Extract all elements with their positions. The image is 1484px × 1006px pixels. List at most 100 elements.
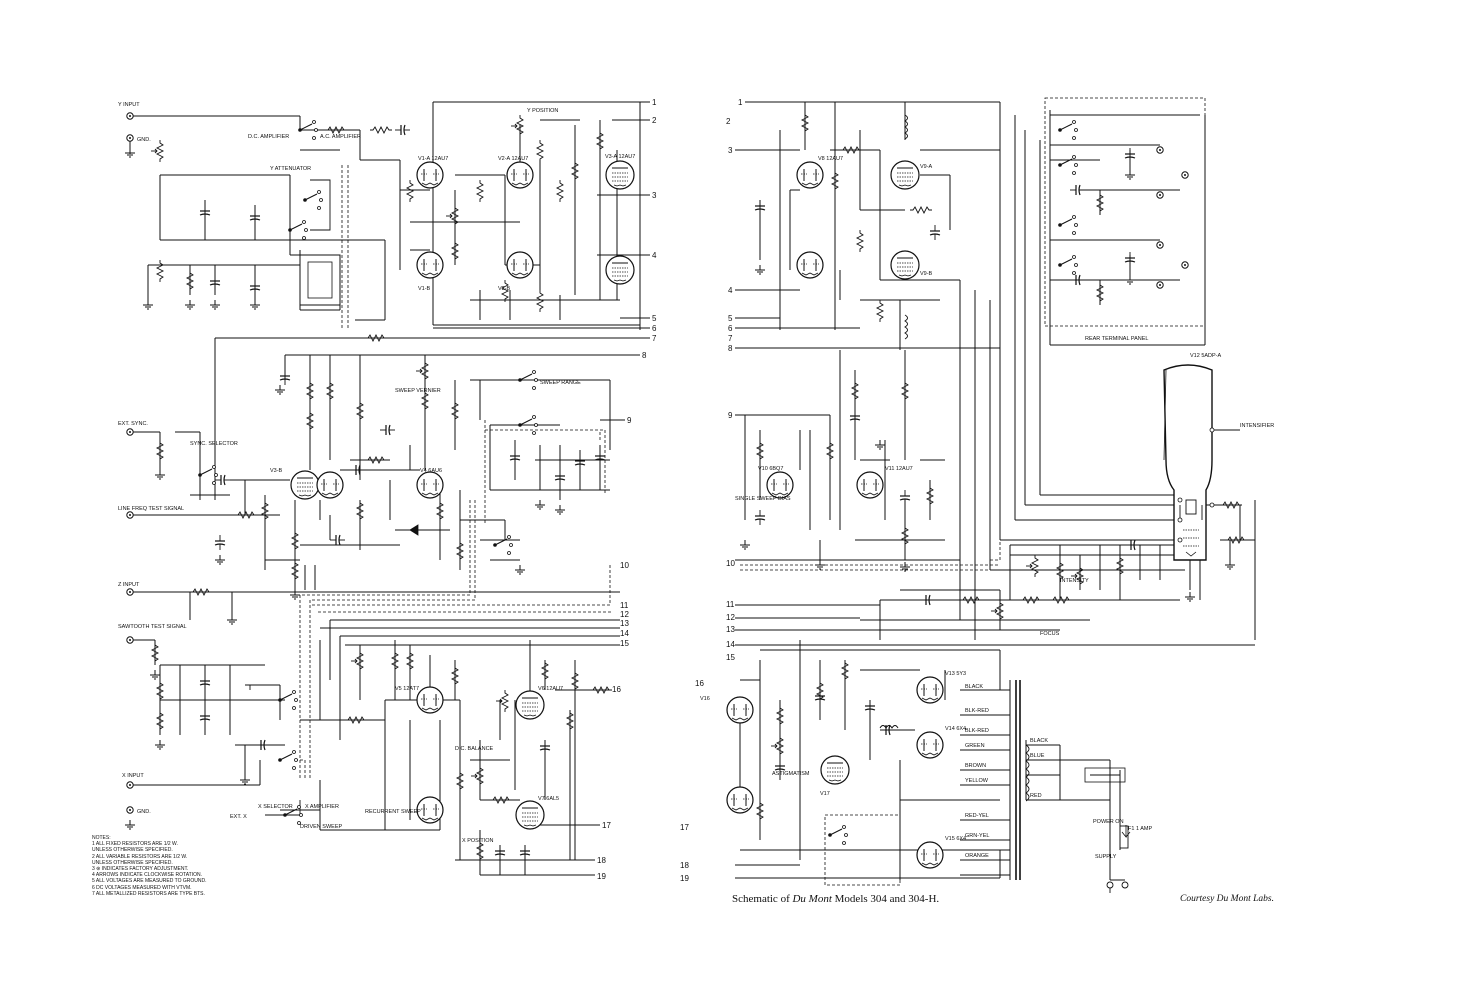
transformer-lead: ORANGE xyxy=(965,853,989,859)
transformer-lead: BROWN xyxy=(965,763,986,769)
sweep-range-label: SWEEP RANGE xyxy=(540,380,581,386)
note-line: UNLESS OTHERWISE SPECIFIED. xyxy=(92,847,173,854)
transformer-lead: RED-YEL xyxy=(965,813,989,819)
terminal-number: 16 xyxy=(612,685,621,694)
tube-label: V9-A xyxy=(920,164,933,170)
tube-label: V4 6AU6 xyxy=(420,468,442,474)
note-line: 2 ALL VARIABLE RESISTORS ARE 1/2 W. xyxy=(92,853,188,860)
single-sweep-bias-label: SINGLE SWEEP BIAS xyxy=(735,496,791,502)
crt-symbol xyxy=(1163,364,1215,561)
sawtooth-label: SAWTOOTH TEST SIGNAL xyxy=(118,624,187,630)
rear-terminal-panel-label: REAR TERMINAL PANEL xyxy=(1085,336,1148,342)
terminal-number: 12 xyxy=(726,613,735,622)
x-amplifier-label: X AMPLIFIER xyxy=(305,804,339,810)
notes-block: NOTES: 1 ALL FIXED RESISTORS ARE 1/2 W. … xyxy=(92,835,206,897)
x-position-label: X POSITION xyxy=(462,838,494,844)
terminal-number: 10 xyxy=(726,559,735,568)
y-input-label: Y INPUT xyxy=(118,102,140,108)
intensity-label: INTENSITY xyxy=(1060,578,1089,584)
caption-company: Du Mont xyxy=(792,893,832,905)
recurrent-sweep-label: RECURRENT SWEEP xyxy=(365,809,421,815)
terminal-number: 11 xyxy=(620,601,629,610)
terminal-number: 16 xyxy=(695,679,704,688)
terminal-number: 18 xyxy=(680,861,689,870)
terminal-number: 19 xyxy=(680,874,689,883)
astigmatism-label: ASTIGMATISM xyxy=(772,771,810,777)
ext-sync-label: EXT. SYNC. xyxy=(118,421,148,427)
courtesy-credit: Courtesy Du Mont Labs. xyxy=(1180,894,1274,904)
focus-label: FOCUS xyxy=(1040,631,1060,637)
tube-label: V1-A 12AU7 xyxy=(418,156,448,162)
transformer-lead: YELLOW xyxy=(965,778,989,784)
tube-label: V13 5Y3 xyxy=(945,671,966,677)
terminal-number: 18 xyxy=(597,856,606,865)
tube-label: V17 xyxy=(820,791,830,797)
y-position-label: Y POSITION xyxy=(527,108,558,114)
tube-label: V1-B xyxy=(418,286,431,292)
tube-label: V3-A 12AU7 xyxy=(605,154,635,160)
sync-selector-label: SYNC. SELECTOR xyxy=(190,441,238,447)
terminal-number: 5 xyxy=(728,314,733,323)
fuse-label: F1 1 AMP xyxy=(1128,826,1152,832)
note-line: 1 ALL FIXED RESISTORS ARE 1/2 W. xyxy=(92,841,178,848)
tube-label: V11 12AU7 xyxy=(885,466,913,472)
power-on-label: POWER ON xyxy=(1093,819,1124,825)
y-attenuator-label: Y ATTENUATOR xyxy=(270,166,311,172)
caption-suffix: Models 304 and 304-H. xyxy=(831,893,940,905)
gnd-label: GND. xyxy=(137,137,151,143)
terminal-number: 3 xyxy=(652,191,657,200)
terminal-number: 10 xyxy=(620,561,629,570)
terminal-number: 3 xyxy=(728,146,733,155)
line-freq-label: LINE FREQ TEST SIGNAL xyxy=(118,506,184,512)
transformer-lead: BLK-RED xyxy=(965,728,989,734)
terminal-number: 5 xyxy=(652,314,657,323)
caption-prefix: Schematic of xyxy=(732,893,793,905)
x-input-label: X INPUT xyxy=(122,773,144,779)
tube-label: V10 6BQ7 xyxy=(758,466,783,472)
terminal-number: 17 xyxy=(680,823,689,832)
transformer-lead: BLACK xyxy=(1030,738,1048,744)
gnd2-label: GND. xyxy=(137,809,151,815)
terminal-number: 7 xyxy=(728,334,733,343)
transformer-lead: RED xyxy=(1030,793,1042,799)
tube-label: V15 6X4 xyxy=(945,836,966,842)
terminal-number: 2 xyxy=(652,116,657,125)
terminal-number: 4 xyxy=(728,286,733,295)
terminal-number: 9 xyxy=(728,411,733,420)
terminal-number: 9 xyxy=(627,416,632,425)
note-line: UNLESS OTHERWISE SPECIFIED. xyxy=(92,859,173,866)
intensifier-label: INTENSIFIER xyxy=(1240,423,1274,429)
terminal-number: 6 xyxy=(652,324,657,333)
sweep-vernier-label: SWEEP VERNIER xyxy=(395,388,441,394)
transformer-lead: GREEN xyxy=(965,743,985,749)
note-line: NOTES: xyxy=(92,835,111,841)
tube-label: V3-B xyxy=(270,468,283,474)
supply-label: SUPPLY xyxy=(1095,854,1117,860)
transformer-lead: BLK-RED xyxy=(965,708,989,714)
tube-label: V2-B xyxy=(498,286,511,292)
transformer-lead: BLUE xyxy=(1030,753,1045,759)
ext-x-label: EXT. X xyxy=(230,814,247,820)
tube-label: V14 6X4 xyxy=(945,726,966,732)
figure-caption: Schematic of Du Mont Models 304 and 304-… xyxy=(732,893,939,905)
terminal-number: 12 xyxy=(620,610,629,619)
terminal-number: 19 xyxy=(597,872,606,881)
dc-amplifier-label: D.C. AMPLIFIER xyxy=(248,134,289,140)
terminal-number: 1 xyxy=(738,98,743,107)
terminal-number: 13 xyxy=(726,625,735,634)
tube-label: V9-B xyxy=(920,271,933,277)
terminal-number: 15 xyxy=(620,639,629,648)
terminal-number: 4 xyxy=(652,251,657,260)
terminal-number: 1 xyxy=(652,98,657,107)
ac-amplifier-label: A.C. AMPLIFIER xyxy=(320,134,361,140)
terminal-number: 15 xyxy=(726,653,735,662)
terminal-number: 2 xyxy=(726,117,731,126)
terminal-number: 8 xyxy=(642,351,647,360)
terminal-number: 7 xyxy=(652,334,657,343)
terminal-number: 13 xyxy=(620,619,629,628)
terminal-number: 17 xyxy=(602,821,611,830)
tube-label: V5 12AT7 xyxy=(395,686,419,692)
tube-label: V2-A 12AU7 xyxy=(498,156,528,162)
note-line: 5 ALL VOLTAGES ARE MEASURED TO GROUND. xyxy=(92,878,207,885)
